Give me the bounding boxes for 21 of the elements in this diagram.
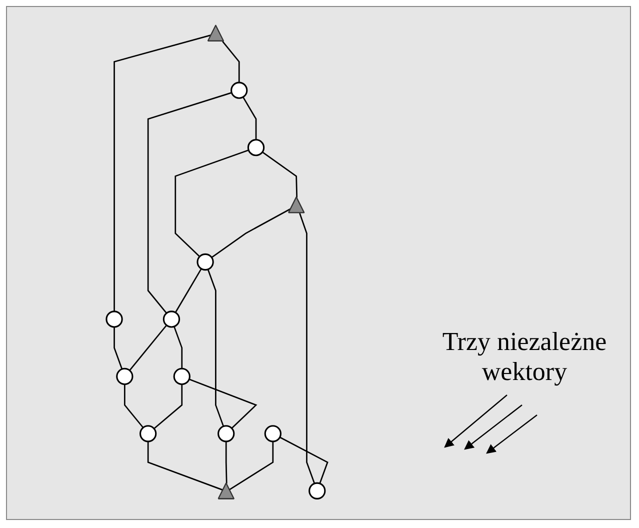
connector xyxy=(147,92,232,314)
connector xyxy=(114,327,123,370)
connector xyxy=(229,441,274,490)
connector xyxy=(280,436,328,484)
connector xyxy=(188,378,258,429)
connector xyxy=(147,441,224,491)
connector xyxy=(225,441,228,484)
connector xyxy=(154,384,183,430)
connector xyxy=(222,41,240,83)
connector xyxy=(207,269,224,427)
connector xyxy=(124,384,144,428)
connector xyxy=(211,208,292,258)
connector xyxy=(299,212,316,484)
connector xyxy=(129,324,168,371)
connector xyxy=(114,34,212,312)
connector xyxy=(262,152,298,198)
connector xyxy=(242,96,257,140)
connector xyxy=(174,150,249,258)
connector xyxy=(174,326,183,369)
connector xyxy=(174,268,202,313)
annotation-text: Trzy niezależne wektory xyxy=(441,327,608,387)
